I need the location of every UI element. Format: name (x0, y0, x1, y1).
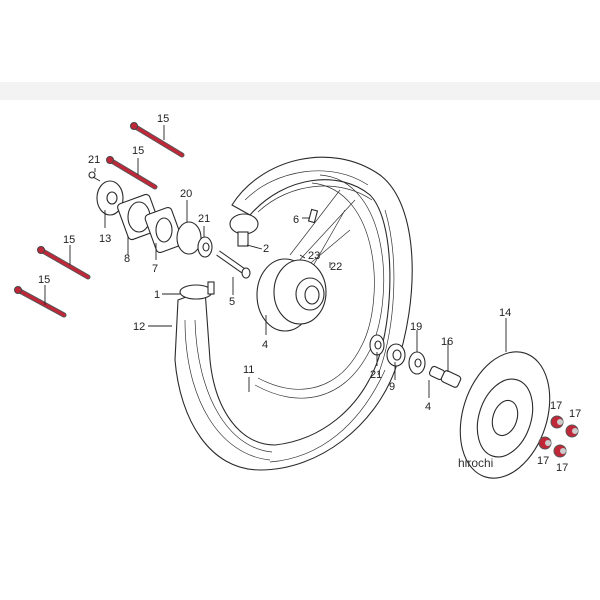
label-17-c: 17 (537, 455, 549, 467)
tire (174, 156, 413, 471)
label-17-a: 17 (550, 400, 562, 412)
nuts (538, 415, 579, 458)
label-21-left: 21 (198, 213, 210, 225)
label-7: 5 (229, 296, 235, 308)
label-23: 23 (308, 250, 320, 262)
label-4: 4 (425, 401, 431, 413)
label-18: 19 (410, 321, 422, 333)
label-13: 13 (99, 233, 111, 245)
faint-header-band (0, 82, 600, 100)
watermark: hirochi (458, 456, 493, 470)
screw (88, 171, 101, 182)
bearing-right (369, 334, 385, 356)
label-15-a: 15 (157, 113, 169, 125)
label-22: 22 (330, 261, 342, 273)
label-8: 7 (152, 263, 158, 275)
nut-2 (565, 424, 579, 438)
nut-3 (538, 436, 552, 450)
collar (440, 370, 462, 388)
leader-lines (44, 125, 507, 398)
nut-1 (550, 415, 564, 429)
o-ring (176, 221, 202, 255)
label-17-d: 17 (556, 462, 568, 474)
label-20: 21 (88, 154, 100, 166)
label-12: 12 (133, 321, 145, 333)
bearing-left (197, 236, 213, 258)
label-2: 2 (263, 243, 269, 255)
label-15-d: 15 (38, 274, 50, 286)
label-5: 4 (262, 339, 268, 351)
label-17-b: 17 (569, 408, 581, 420)
wheel-hub (256, 258, 327, 332)
label-14: 14 (499, 307, 511, 319)
axle (216, 250, 251, 279)
dust-seal (386, 343, 406, 367)
gearbox-retainer (144, 206, 184, 254)
tire-end-top (229, 213, 259, 247)
part-labels: 15 15 15 15 21 13 8 7 20 21 2 6 5 4 23 2… (38, 113, 581, 474)
label-9: 8 (124, 253, 130, 265)
speedometer-gearbox (96, 180, 124, 216)
balance-weight (307, 208, 319, 224)
nut-4 (553, 444, 567, 458)
label-16: 16 (441, 336, 453, 348)
label-21-right: 21 (370, 369, 382, 381)
label-19: 20 (180, 188, 192, 200)
label-10: 9 (389, 381, 395, 393)
label-15-c: 15 (63, 234, 75, 246)
bearing-18 (408, 351, 426, 375)
brake-disc (459, 351, 551, 479)
bolts (14, 122, 185, 318)
tube-end (179, 281, 215, 300)
label-6: 6 (293, 214, 299, 226)
label-15-b: 15 (132, 145, 144, 157)
label-1: 1 (154, 289, 160, 301)
label-11: 11 (243, 364, 254, 376)
